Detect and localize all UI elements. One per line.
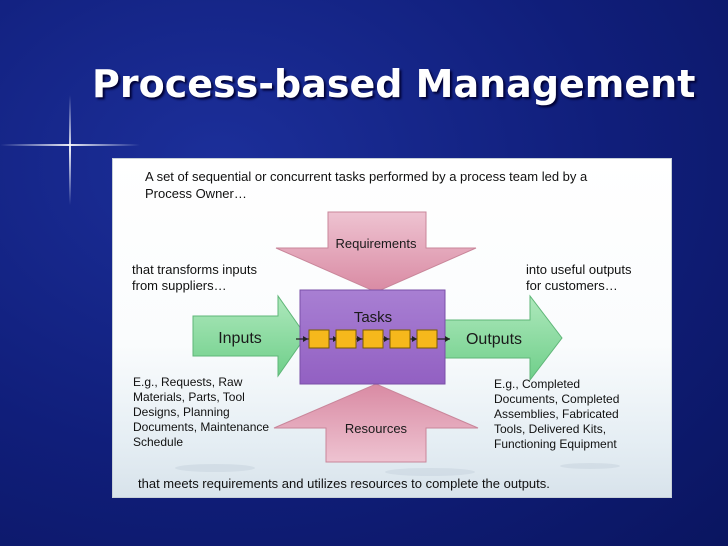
outputs-arrow: [443, 294, 563, 382]
task-chip: [362, 329, 384, 349]
aircraft-watermark: [175, 463, 620, 476]
inputs-examples: E.g., Requests, Raw Materials, Parts, To…: [133, 375, 270, 449]
sparkle-decoration: [69, 95, 71, 205]
intro-text: A set of sequential or concurrent tasks …: [145, 169, 588, 201]
summary-text: that meets requirements and utilizes res…: [138, 476, 550, 491]
requirements-label: Requirements: [335, 236, 417, 251]
resources-label: Resources: [344, 421, 408, 436]
inputs-label: Inputs: [218, 330, 262, 347]
outputs-examples: E.g., Completed Documents, Completed Ass…: [494, 377, 620, 451]
outputs-label: Outputs: [465, 331, 523, 348]
tasks-label: Tasks: [353, 309, 393, 326]
slide-title: Process-based Management: [92, 62, 696, 106]
task-chip: [416, 329, 438, 349]
requirements-arrow: [275, 211, 477, 293]
task-sequence: [296, 329, 450, 349]
task-chip: [308, 329, 330, 349]
task-chip: [335, 329, 357, 349]
inputs-description: that transforms inputs from suppliers…: [132, 262, 257, 293]
inputs-arrow: [192, 294, 307, 378]
task-chip: [389, 329, 411, 349]
outputs-description: into useful outputs for customers…: [526, 262, 632, 293]
resources-arrow: [273, 383, 479, 463]
